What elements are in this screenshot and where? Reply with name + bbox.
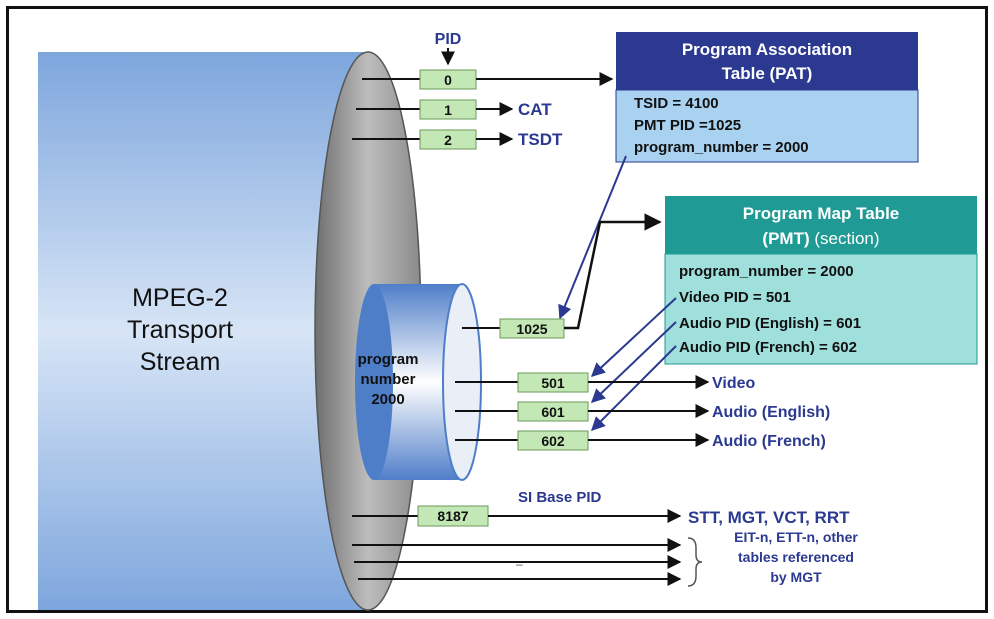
pid-501-label: 501: [541, 375, 565, 391]
si-tables-label: STT, MGT, VCT, RRT: [688, 508, 850, 527]
cat-label: CAT: [518, 100, 552, 119]
pid-8187-label: 8187: [437, 508, 468, 524]
pmt-title-pmt: (PMT): [762, 229, 809, 248]
video-label: Video: [712, 375, 756, 392]
pat-title-line1: Program Association: [682, 40, 852, 59]
ellipsis-dash: –: [516, 557, 523, 571]
program-label-line3: 2000: [371, 391, 404, 408]
stream-title-line2: Transport: [127, 316, 233, 344]
pmt-row-audio-en: Audio PID (English) = 601: [679, 315, 861, 332]
pid-0-label: 0: [444, 72, 452, 88]
other-tables-line2: tables referenced: [738, 549, 854, 565]
pmt-row-video: Video PID = 501: [679, 289, 791, 306]
tsdt-label: TSDT: [518, 130, 563, 149]
pid-header: PID: [435, 31, 462, 48]
pmt-row-audio-fr: Audio PID (French) = 602: [679, 339, 857, 356]
si-base-pid-label: SI Base PID: [518, 489, 602, 506]
other-tables-brace: [687, 537, 703, 587]
program-cylinder: [355, 283, 482, 481]
audio-french-label: Audio (French): [712, 433, 826, 450]
program-label-line2: number: [360, 371, 415, 388]
pat-row-pmt-pid: PMT PID =1025: [634, 117, 741, 134]
pid-1025-label: 1025: [516, 321, 547, 337]
stream-title-line1: MPEG-2: [132, 284, 228, 312]
pmt-title-section: (section): [810, 229, 880, 248]
pmt-row-program-number: program_number = 2000: [679, 263, 854, 280]
pid-602-label: 602: [541, 433, 565, 449]
pmt-title-line2: (PMT) (section): [762, 229, 879, 248]
pat-table: [615, 32, 919, 163]
pmt-title-line1: Program Map Table: [743, 204, 900, 223]
other-tables-line3: by MGT: [770, 569, 822, 585]
pid-601-label: 601: [541, 404, 565, 420]
pid-1-label: 1: [444, 102, 452, 118]
pmt-table: [664, 196, 978, 365]
pat-row-tsid: TSID = 4100: [634, 95, 719, 112]
pat-title-line2: Table (PAT): [722, 64, 813, 83]
other-tables-line1: EIT-n, ETT-n, other: [734, 529, 858, 545]
stream-title-line3: Stream: [140, 348, 221, 376]
program-label-line1: program: [358, 351, 419, 368]
audio-english-label: Audio (English): [712, 404, 830, 421]
pat-row-program-number: program_number = 2000: [634, 139, 809, 156]
pid-2-label: 2: [444, 132, 452, 148]
